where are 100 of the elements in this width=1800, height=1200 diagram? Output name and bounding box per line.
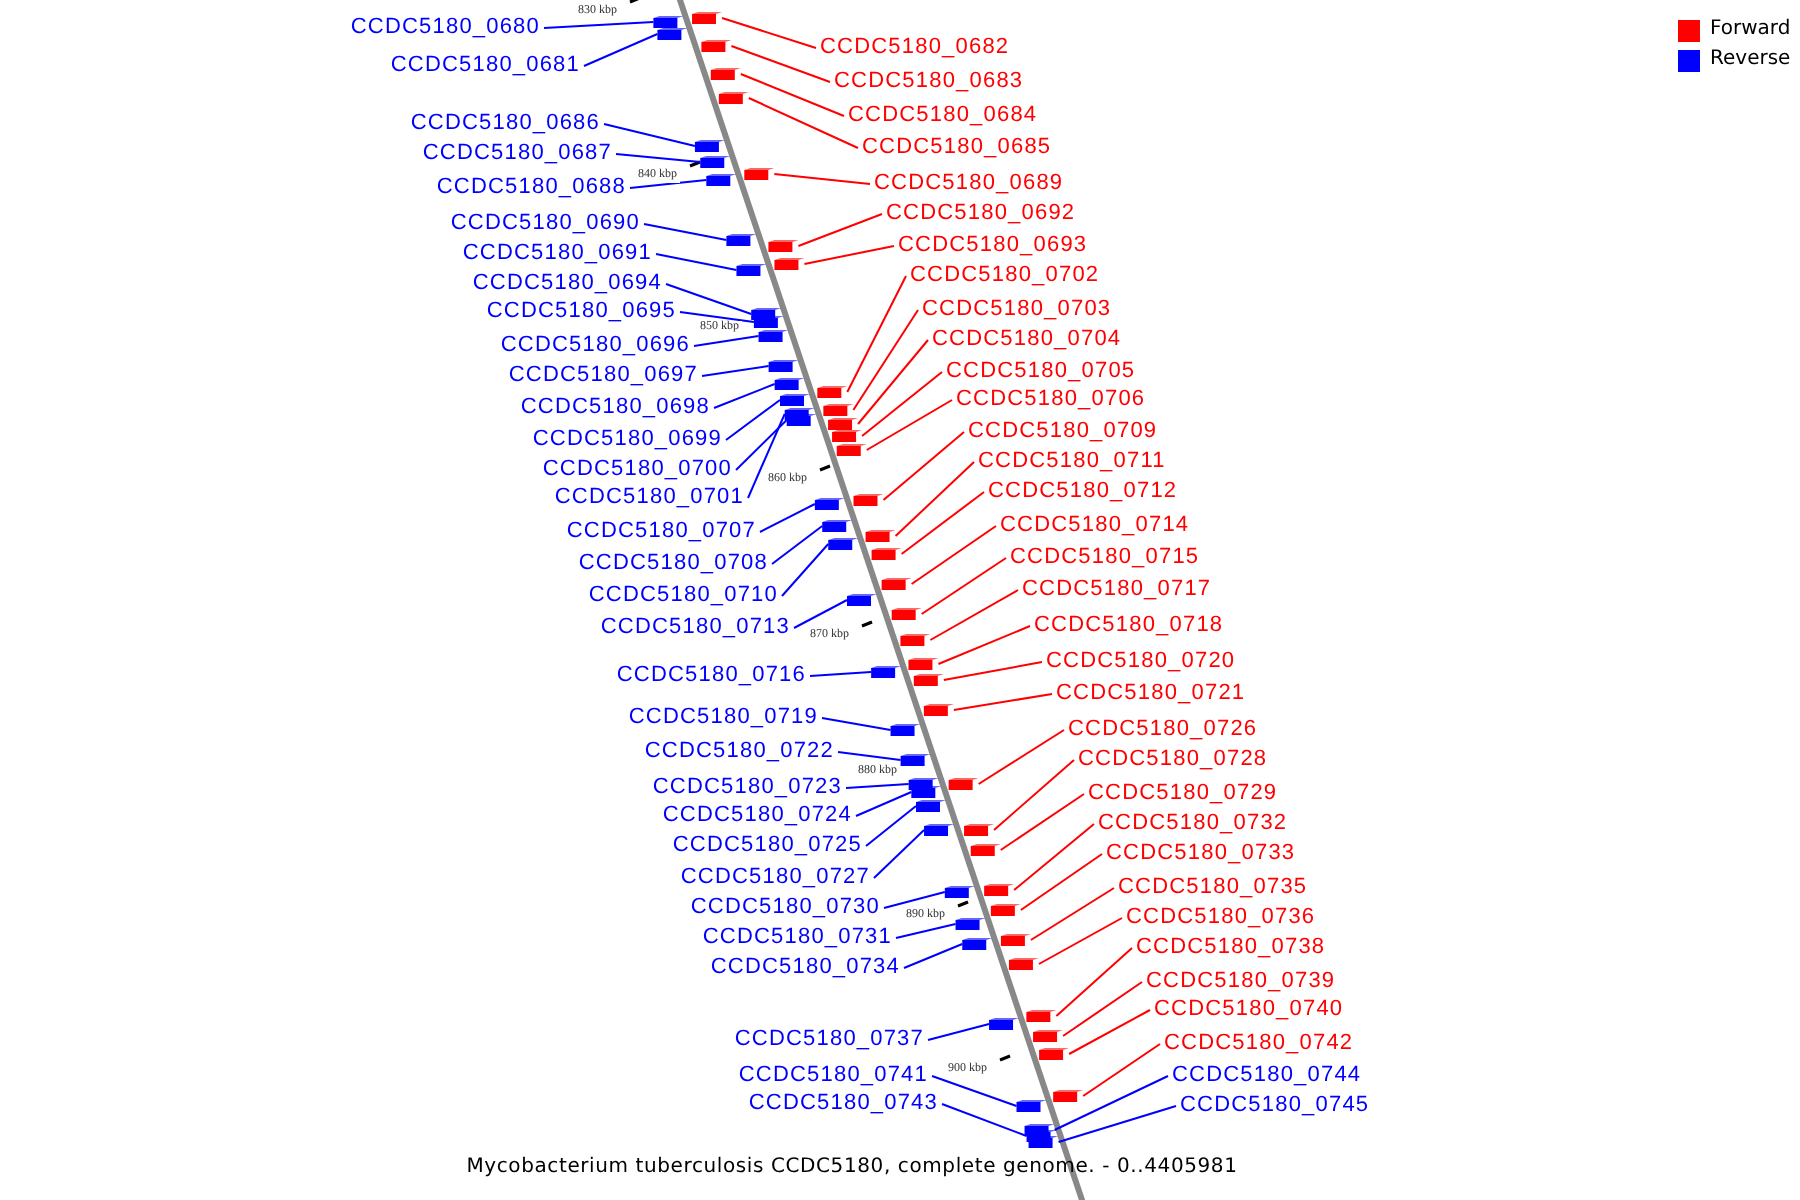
gene-block xyxy=(828,418,859,430)
leader-line xyxy=(781,543,830,597)
gene-label: CCDC5180_0731 xyxy=(702,925,892,951)
gene-block xyxy=(1016,1100,1047,1112)
leader-line xyxy=(747,97,859,149)
gene-label: CCDC5180_0694 xyxy=(472,271,662,297)
gene-block xyxy=(923,704,954,716)
gene-block xyxy=(871,548,902,560)
leader-line xyxy=(803,245,895,265)
gene-block xyxy=(900,634,931,646)
leader-line xyxy=(655,253,738,271)
leader-line xyxy=(603,123,696,147)
leader-line xyxy=(952,693,1053,711)
gene-block xyxy=(948,778,979,790)
leader-line xyxy=(721,17,817,49)
gene-block xyxy=(913,674,944,686)
gene-block xyxy=(911,786,942,798)
leader-line xyxy=(747,413,786,499)
gene-label: CCDC5180_0713 xyxy=(600,615,790,641)
gene-label: CCDC5180_0714 xyxy=(1000,513,1190,539)
gene-label: CCDC5180_0716 xyxy=(616,663,806,689)
gene-label: CCDC5180_0730 xyxy=(690,895,880,921)
gene-label: CCDC5180_0727 xyxy=(680,865,870,891)
gene-block xyxy=(718,92,749,104)
leader-line xyxy=(937,625,1031,665)
gene-label: CCDC5180_0728 xyxy=(1078,747,1268,773)
gene-label: CCDC5180_0702 xyxy=(910,263,1100,289)
gene-label: CCDC5180_0685 xyxy=(862,135,1052,161)
leader-line xyxy=(797,213,883,247)
gene-block xyxy=(955,918,986,930)
leader-line xyxy=(1019,853,1103,911)
gene-block xyxy=(710,68,741,80)
gene-label: CCDC5180_0710 xyxy=(588,583,778,609)
gene-block xyxy=(836,444,867,456)
gene-block xyxy=(890,724,921,736)
gene-block xyxy=(1008,958,1039,970)
gene-label: CCDC5180_0741 xyxy=(738,1063,928,1089)
gene-block xyxy=(924,824,955,836)
leader-line xyxy=(693,335,760,347)
gene-block xyxy=(916,800,946,812)
gene-block xyxy=(908,658,939,670)
gene-block xyxy=(1033,1030,1064,1042)
gene-label: CCDC5180_0723 xyxy=(652,775,842,801)
leader-line xyxy=(809,671,873,677)
legend-label: Reverse xyxy=(1710,48,1791,72)
leader-line xyxy=(903,943,964,969)
gene-block xyxy=(1053,1090,1084,1102)
leader-line xyxy=(977,729,1065,785)
leader-line xyxy=(846,275,907,393)
gene-block xyxy=(780,394,810,406)
gene-block xyxy=(1028,1136,1059,1148)
gene-label: CCDC5180_0719 xyxy=(628,705,818,731)
leader-line xyxy=(543,21,655,29)
leader-line xyxy=(1068,1009,1151,1055)
leader-line xyxy=(583,33,659,67)
gene-block xyxy=(758,330,789,342)
gene-block xyxy=(692,12,723,24)
gene-block xyxy=(694,140,725,152)
gene-label: CCDC5180_0703 xyxy=(922,297,1112,323)
gene-block xyxy=(774,378,805,390)
leader-line xyxy=(665,283,753,315)
gene-block xyxy=(814,498,845,510)
gene-label: CCDC5180_0700 xyxy=(542,457,732,483)
gene-label: CCDC5180_0733 xyxy=(1106,841,1296,867)
leader-line xyxy=(1062,981,1143,1037)
gene-block xyxy=(701,40,732,52)
leader-line xyxy=(771,525,824,565)
gene-label: CCDC5180_0686 xyxy=(410,111,600,137)
leader-line xyxy=(873,829,926,879)
gene-label: CCDC5180_0690 xyxy=(450,211,640,237)
gene-block xyxy=(700,156,731,168)
gene-label: CCDC5180_0697 xyxy=(508,363,698,389)
gene-label: CCDC5180_0736 xyxy=(1126,905,1316,931)
gene-block xyxy=(736,264,767,276)
gene-block xyxy=(847,594,877,606)
leader-line xyxy=(920,557,1007,615)
gene-block xyxy=(1026,1010,1057,1022)
leader-line xyxy=(942,661,1043,681)
gene-label: CCDC5180_0682 xyxy=(820,35,1010,61)
gene-block xyxy=(744,168,775,180)
gene-label: CCDC5180_0684 xyxy=(848,103,1038,129)
leader-line xyxy=(845,783,910,789)
leader-line xyxy=(679,311,755,323)
leader-line xyxy=(941,1103,1028,1137)
leader-line xyxy=(793,599,848,629)
leader-line xyxy=(993,759,1075,831)
gene-label: CCDC5180_0715 xyxy=(1010,545,1200,571)
gene-block xyxy=(881,578,912,590)
leader-line xyxy=(882,431,965,501)
leader-line xyxy=(857,339,929,425)
gene-label: CCDC5180_0701 xyxy=(554,485,744,511)
gene-label: CCDC5180_0707 xyxy=(566,519,756,545)
leader-line xyxy=(927,1023,991,1041)
leader-line xyxy=(865,399,953,451)
gene-block xyxy=(726,234,757,246)
gene-label: CCDC5180_0695 xyxy=(486,299,676,325)
leader-line xyxy=(735,419,788,471)
gene-label: CCDC5180_0688 xyxy=(436,175,626,201)
gene-label: CCDC5180_0692 xyxy=(886,201,1076,227)
gene-block xyxy=(865,530,896,542)
